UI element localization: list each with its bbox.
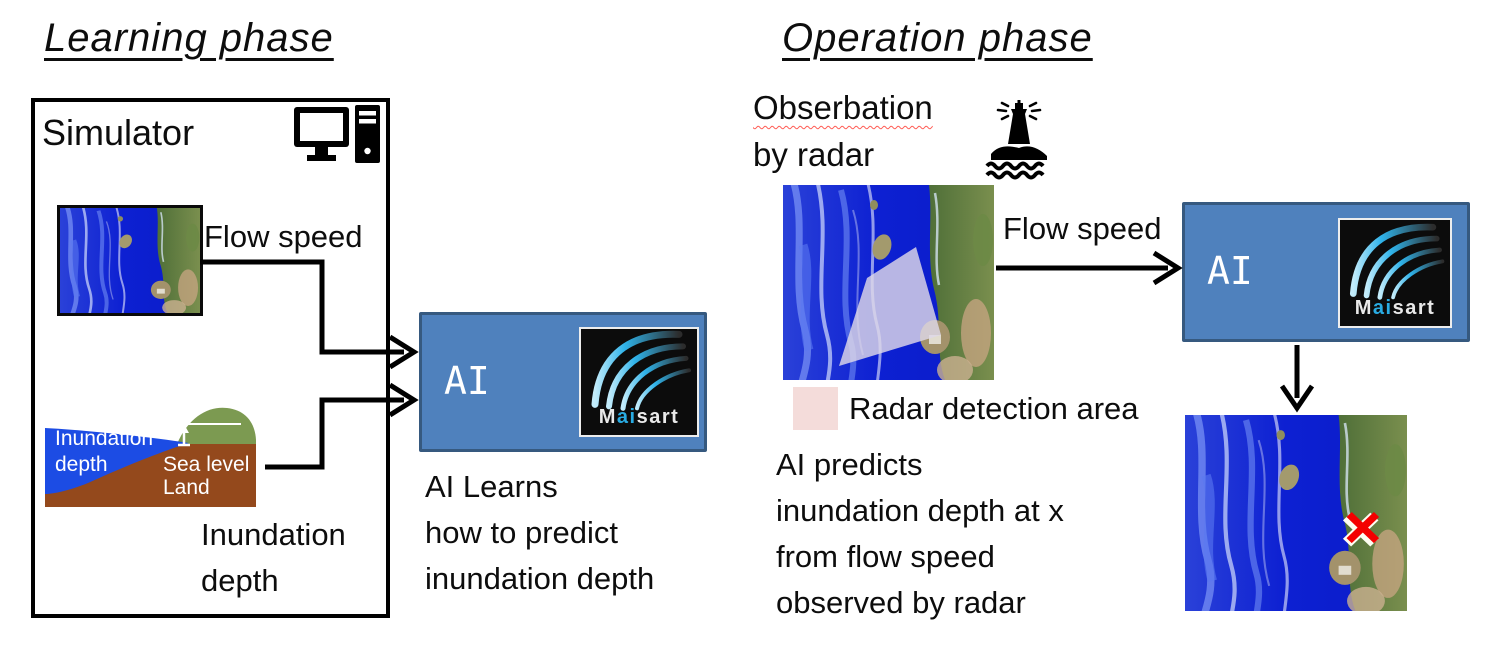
inundation-depth-diagram: Inundation depth Sea level Land	[45, 407, 256, 507]
inundation-output-label: Inundation depth	[201, 517, 346, 598]
maisart-swirl-icon	[1349, 223, 1445, 300]
maisart-wordmark: Maisart	[1354, 297, 1436, 319]
maisart-swirl-icon	[591, 330, 691, 411]
lighthouse-icon	[985, 100, 1047, 180]
desktop-computer-icon	[294, 105, 380, 163]
operation-phase-title: Operation phase	[782, 16, 1093, 60]
radar-observation-image	[783, 185, 994, 380]
flow-speed-label-operation: Flow speed	[1003, 211, 1162, 246]
maisart-logo: Maisart	[579, 327, 699, 437]
flow-speed-label-learning: Flow speed	[204, 219, 363, 254]
flow-speed-simulation-image	[57, 205, 203, 316]
red-x-marker	[1342, 512, 1380, 547]
diagram-land-label: Land	[163, 476, 210, 499]
simulator-box	[31, 98, 390, 618]
simulator-label: Simulator	[42, 112, 195, 153]
operation-caption: AI predicts inundation depth at x from f…	[776, 447, 1064, 620]
ai-label-learning: AI	[444, 359, 490, 403]
ai-box-learning: AI Maisart	[419, 312, 707, 452]
learning-phase-title: Learning phase	[44, 16, 334, 60]
ai-label-operation: AI	[1207, 249, 1253, 293]
radar-detection-area-overlay	[839, 247, 941, 366]
radar-area-swatch	[793, 387, 838, 430]
learning-caption: AI Learns how to predict inundation dept…	[425, 469, 655, 596]
maisart-wordmark: Maisart	[598, 406, 680, 428]
prediction-result-image	[1185, 415, 1407, 611]
ai-box-operation: AI Maisart	[1182, 202, 1470, 342]
diagram-sea-level-label: Sea level	[163, 453, 249, 476]
maisart-logo: Maisart	[1338, 218, 1452, 328]
diagram-water-label-line2: depth	[55, 453, 108, 476]
diagram-water-label-line1: Inundation	[55, 427, 153, 450]
observation-label: Obserbation by radar	[753, 89, 933, 173]
radar-legend-label: Radar detection area	[849, 391, 1139, 426]
